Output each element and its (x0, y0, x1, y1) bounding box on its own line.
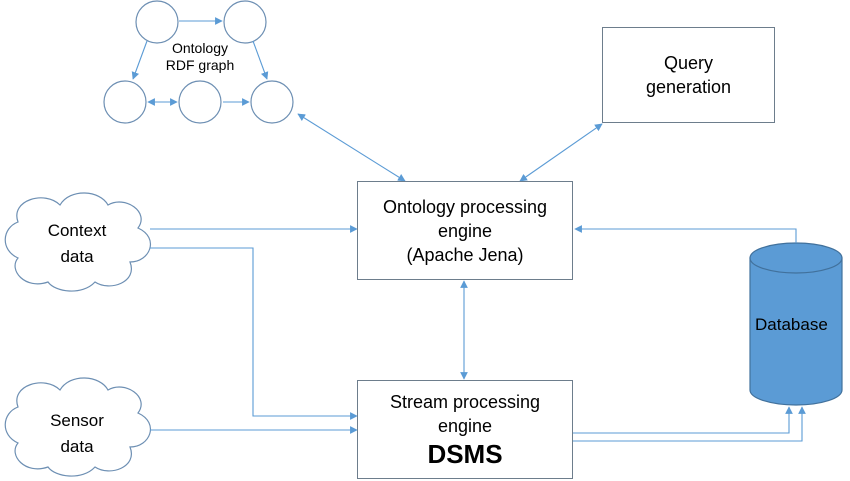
stream-processing-engine-box: Stream processing engine DSMS (357, 380, 573, 479)
sensor-data-cloud (4, 377, 151, 477)
rdf-graph-label-line2: RDF graph (165, 57, 235, 73)
rdf-edges (131, 17, 269, 106)
context-data-line2: data (60, 247, 94, 266)
sensor-data-line1: Sensor (50, 411, 104, 430)
arrow-stream-to-database-1 (572, 406, 793, 434)
stream-engine-line1: Stream processing (389, 391, 541, 412)
database-label: Database (755, 315, 828, 334)
rdf-graph-label-line1: Ontology (171, 40, 229, 56)
connectors (150, 113, 806, 442)
rdf-node-top-right (223, 0, 267, 44)
context-data-cloud (4, 192, 151, 292)
context-data-label: Context data (22, 218, 132, 270)
rdf-edge (252, 40, 269, 80)
rdf-node-bottom-middle (178, 80, 222, 124)
query-generation-line2: generation (645, 77, 732, 97)
query-generation-line1: Query (663, 53, 714, 73)
rdf-graph (103, 0, 294, 124)
rdf-edge (131, 40, 148, 80)
arrow-ontology-engine-to-query (519, 123, 603, 182)
ontology-engine-line2: engine (437, 220, 493, 241)
stream-engine-line2: engine (437, 415, 493, 436)
sensor-data-label: Sensor data (22, 408, 132, 460)
context-data-line1: Context (47, 221, 107, 240)
database-cylinder (749, 242, 843, 406)
arrow-rdf-to-ontology-engine (297, 113, 406, 182)
ontology-engine-line1: Ontology processing (382, 196, 548, 217)
rdf-node-bottom-left (103, 80, 147, 124)
rdf-graph-label: Ontology RDF graph (150, 40, 250, 74)
rdf-node-bottom-right (250, 80, 294, 124)
stream-engine-dsms: DSMS (427, 438, 503, 469)
sensor-data-line2: data (60, 437, 94, 456)
rdf-node-top-left (135, 0, 179, 44)
arrow-database-to-ontology-engine (574, 225, 797, 243)
ontology-engine-line3: (Apache Jena) (406, 244, 524, 265)
arrow-context-to-stream-engine (150, 247, 358, 420)
arrow-stream-to-database-2 (572, 406, 806, 442)
ontology-processing-engine-box: Ontology processing engine (Apache Jena) (357, 181, 573, 280)
query-generation-box: Query generation (602, 27, 775, 123)
